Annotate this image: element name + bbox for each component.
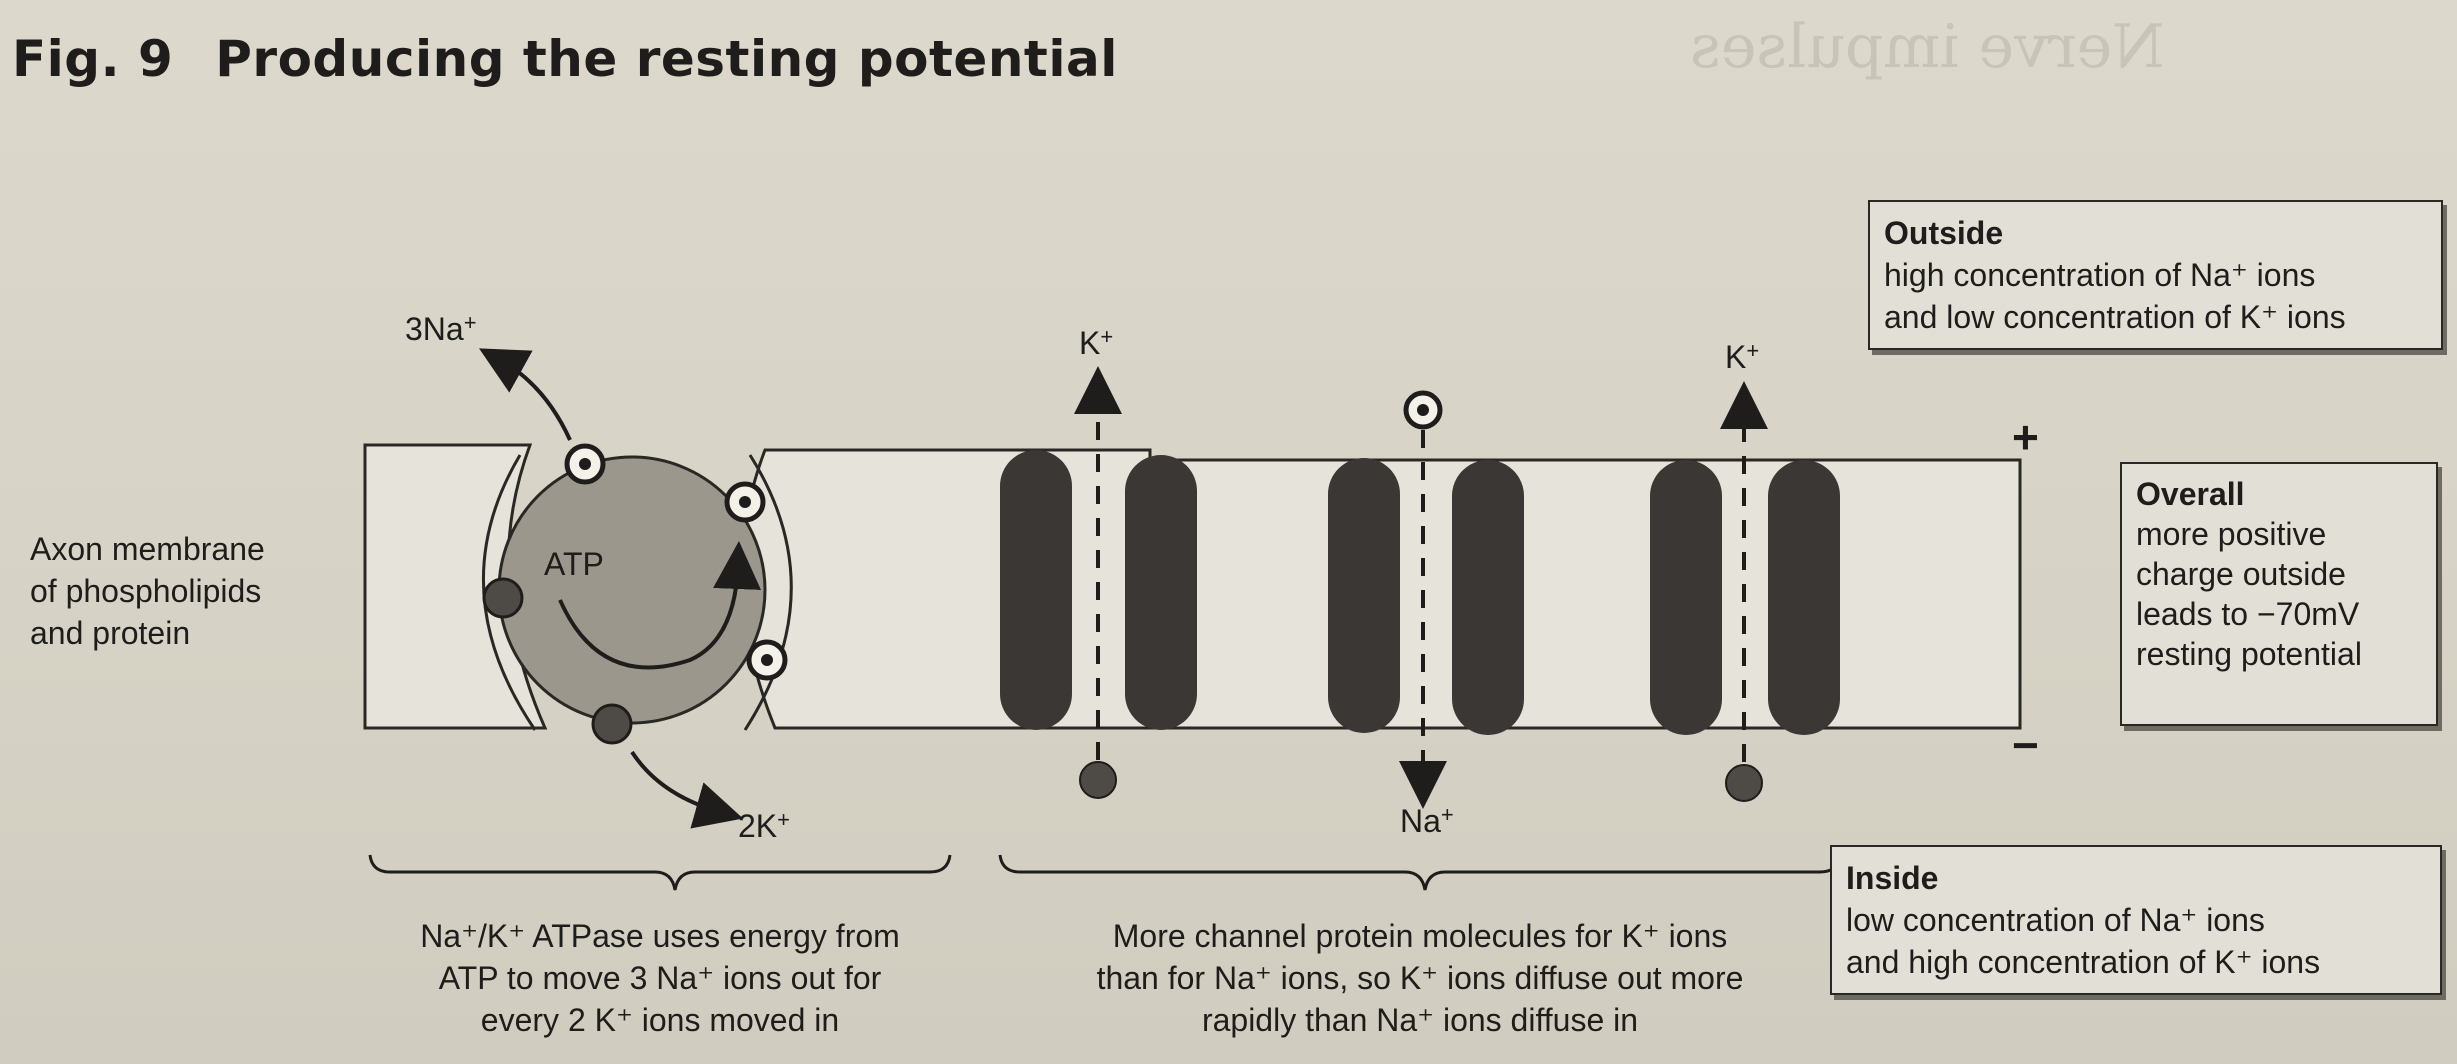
k-ion (1079, 761, 1117, 799)
inside-box-body: low concentration of Na⁺ ions and high c… (1846, 902, 2321, 980)
k-in-label: 2K+ (738, 807, 790, 844)
outside-box-body: high concentration of Na⁺ ions and low c… (1884, 257, 2346, 335)
na-channel-protein (1452, 460, 1524, 735)
figure-number: Fig. 9 (12, 30, 174, 88)
membrane-segment (1148, 458, 2022, 730)
pump-rotation-arrow (558, 541, 762, 670)
na-ion-site-core (761, 654, 773, 666)
overall-box-body: more positive charge outside leads to −7… (2136, 516, 2362, 672)
channel-brace (998, 854, 1842, 891)
overall-box: Overall more positive charge outside lea… (2120, 462, 2438, 726)
na-in-label: Na+ (1400, 802, 1454, 839)
figure-title-text: Producing the resting potential (215, 30, 1118, 88)
atp-label: ATP (544, 546, 604, 582)
inside-box-title: Inside (1846, 860, 1939, 896)
na-k-atpase-pump (497, 455, 767, 725)
k-in-arrow (630, 750, 744, 829)
k-channel-protein (1000, 450, 1072, 730)
k-channel-protein (1650, 460, 1722, 735)
na-ion-site-core (739, 496, 751, 508)
k-channel-protein (1125, 455, 1197, 730)
k-out-label-right: K+ (1725, 338, 1760, 375)
figure-title: Fig. 9 Producing the resting potential (12, 30, 1118, 88)
negative-sign: − (2012, 719, 2039, 771)
inside-box: Inside low concentration of Na⁺ ions and… (1830, 845, 2442, 995)
pump-caption: Na⁺/K⁺ ATPase uses energy from ATP to mo… (420, 918, 900, 1038)
k-channel-protein (1768, 460, 1840, 735)
na-ion-core (1417, 404, 1429, 416)
overall-box-title: Overall (2136, 476, 2245, 512)
pump-brace (368, 854, 952, 891)
outside-box: Outside high concentration of Na⁺ ions a… (1868, 200, 2443, 350)
na-out-label: 3Na+ (405, 310, 477, 347)
pump-arc-right (743, 454, 793, 731)
axon-membrane-label: Axon membrane of phospholipids and prote… (30, 531, 265, 651)
positive-sign: + (2012, 411, 2039, 463)
k-ion-site (482, 577, 524, 619)
k-out-label-left: K+ (1079, 324, 1114, 361)
channel-caption: More channel protein molecules for K⁺ io… (1096, 918, 1744, 1038)
membrane-middle-segment (740, 448, 1032, 730)
na-ion-site-core (579, 458, 591, 470)
na-channel-protein (1328, 458, 1400, 733)
k-ion (1725, 764, 1763, 802)
na-out-arrow (479, 348, 572, 441)
outside-box-title: Outside (1884, 215, 2004, 251)
k-ion-site (591, 703, 633, 745)
